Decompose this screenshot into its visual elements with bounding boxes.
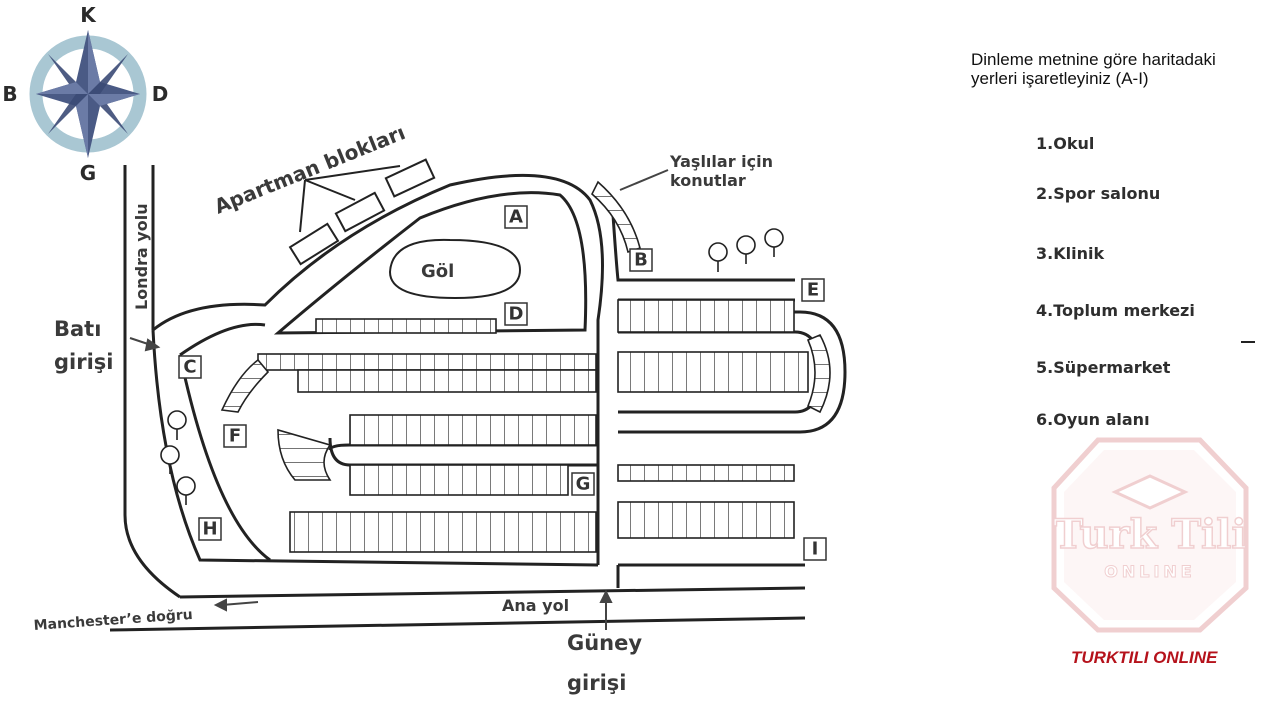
london-road-label: Londra yolu bbox=[132, 203, 151, 310]
divider bbox=[1241, 341, 1255, 343]
compass-west: B bbox=[2, 82, 17, 106]
letter-box: H bbox=[198, 517, 222, 541]
tree-icon bbox=[708, 242, 728, 272]
lake-label: Göl bbox=[421, 261, 454, 282]
arrows bbox=[129, 169, 669, 630]
svg-text:F: F bbox=[229, 426, 241, 447]
apartment-pointer-lines bbox=[299, 165, 401, 233]
letter-box: A bbox=[504, 205, 528, 229]
list-item: 3.Klinik bbox=[1036, 244, 1105, 263]
instruction-line-2: yerleri işaretleyiniz (A-I) bbox=[971, 69, 1149, 88]
compass-rose-icon: K G B D bbox=[2, 3, 168, 185]
list-item: 4.Toplum merkezi bbox=[1036, 301, 1195, 320]
instruction-line-1: Dinleme metnine göre haritadaki bbox=[971, 50, 1216, 69]
list-item: 1.Okul bbox=[1036, 134, 1095, 153]
watermark-title: Turk Tili bbox=[1053, 511, 1246, 558]
west-entrance-label: Batı bbox=[54, 317, 101, 341]
watermark: Turk Tili ONLINE bbox=[1051, 437, 1249, 633]
apartment-blocks bbox=[288, 158, 436, 266]
letter-box: I bbox=[803, 537, 827, 561]
list-item: 6.Oyun alanı bbox=[1036, 410, 1150, 429]
tree-icon bbox=[167, 410, 187, 440]
tree-icon bbox=[176, 476, 196, 505]
south-entrance-label-2: girişi bbox=[567, 671, 626, 695]
list-item: 2.Spor salonu bbox=[1036, 184, 1161, 203]
main-road-label: Ana yol bbox=[502, 596, 569, 615]
list-item: 5.Süpermarket bbox=[1036, 358, 1171, 377]
lake bbox=[388, 238, 522, 300]
svg-text:H: H bbox=[202, 519, 217, 540]
svg-text:I: I bbox=[812, 539, 819, 560]
svg-text:C: C bbox=[183, 357, 196, 378]
letter-box: C bbox=[178, 355, 202, 379]
compass-north: K bbox=[80, 3, 97, 27]
south-entrance-label: Güney bbox=[567, 631, 642, 655]
instruction-text: Dinleme metnine göre haritadaki yerleri … bbox=[971, 50, 1271, 88]
elderly-housing-label-2: konutlar bbox=[670, 171, 746, 190]
letter-box: E bbox=[801, 278, 825, 302]
trees bbox=[160, 228, 784, 505]
west-entrance-label-2: girişi bbox=[54, 350, 113, 374]
graduation-cap-icon bbox=[1111, 474, 1189, 510]
tree-icon bbox=[160, 445, 180, 474]
letter-box: G bbox=[571, 472, 595, 496]
elderly-housing-label: Yaşlılar için bbox=[669, 152, 773, 171]
letter-box: D bbox=[504, 302, 528, 326]
brand-name: TURKTILI ONLINE bbox=[1071, 648, 1218, 667]
svg-text:A: A bbox=[509, 207, 523, 228]
roads bbox=[109, 165, 847, 632]
svg-text:B: B bbox=[634, 250, 648, 271]
parking-bays bbox=[220, 180, 831, 553]
svg-text:E: E bbox=[807, 280, 819, 301]
compass-east: D bbox=[152, 82, 169, 106]
svg-text:G: G bbox=[576, 474, 591, 495]
letter-box: B bbox=[629, 248, 653, 272]
tree-icon bbox=[764, 228, 784, 257]
compass-south: G bbox=[80, 161, 96, 185]
watermark-subtitle: ONLINE bbox=[1104, 562, 1195, 581]
svg-text:D: D bbox=[509, 304, 524, 325]
letter-box: F bbox=[223, 424, 247, 448]
tree-icon bbox=[736, 235, 756, 264]
